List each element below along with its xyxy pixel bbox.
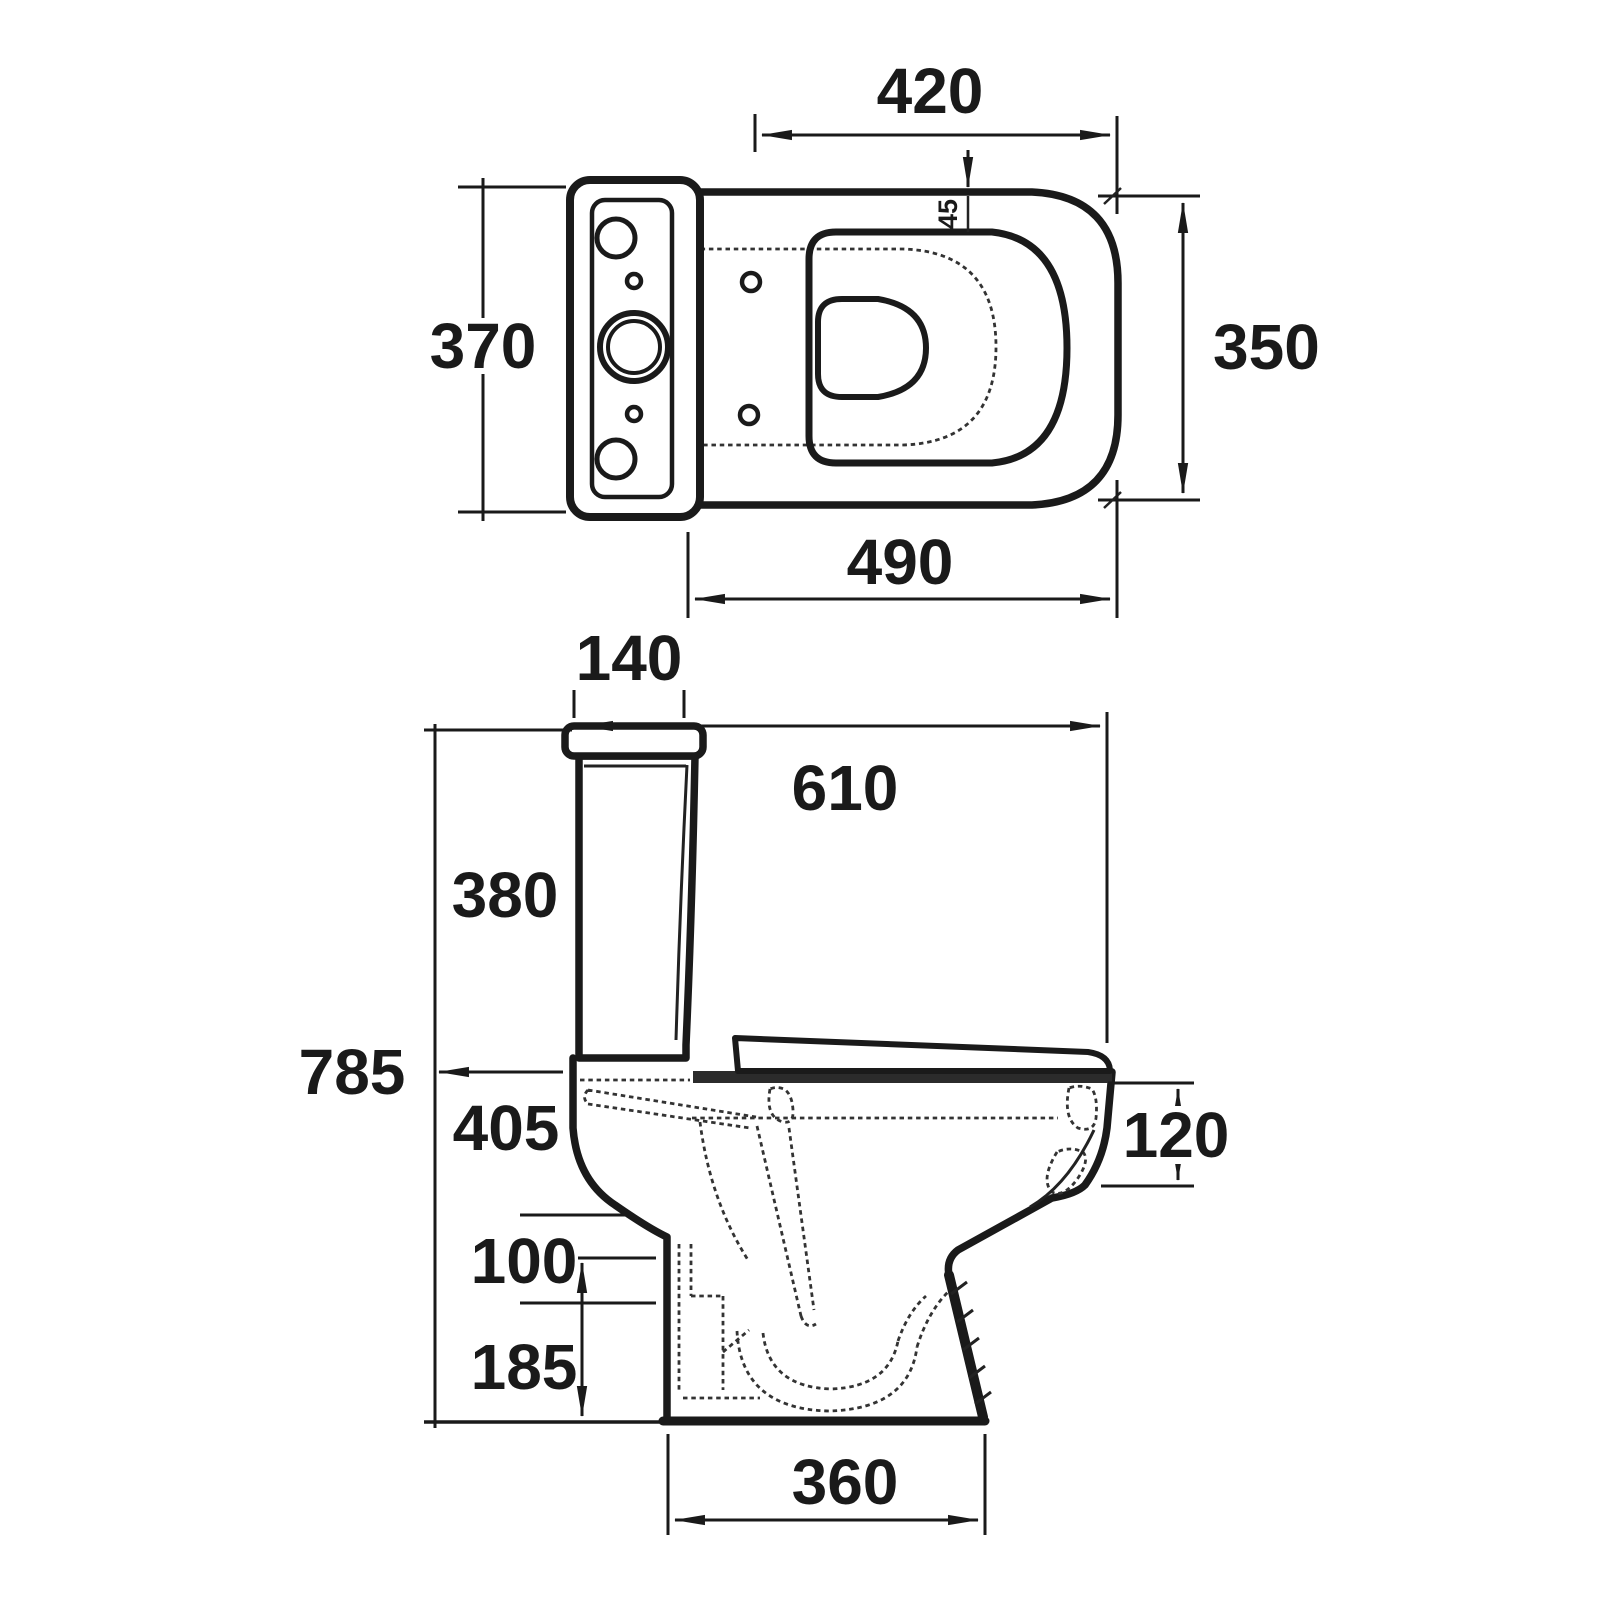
side-pedestal-front-hatch [950, 1280, 992, 1406]
side-outlet-dashed [677, 1244, 760, 1400]
dim-45-label: 45 [933, 199, 963, 229]
side-rim-channel-dashed [583, 1088, 757, 1130]
plan-seat-outline [805, 228, 1071, 467]
dim-420-label: 420 [877, 55, 984, 127]
dim-785-label: 785 [299, 1036, 406, 1108]
plan-cistern-outline [566, 176, 704, 521]
dim-heights-left: 380 785 405 [299, 724, 665, 1428]
plan-view: 420 45 370 350 490 [430, 55, 1320, 618]
side-front-lower-section-dashed [1045, 1147, 1087, 1195]
dim-405-label: 405 [453, 1092, 560, 1164]
dim-490: 490 [686, 480, 1119, 618]
dim-100-label: 100 [471, 1225, 578, 1297]
plan-cistern-bolt-top [624, 271, 644, 291]
dim-610-label: 610 [792, 752, 899, 824]
plan-cistern-hole-bottom [594, 437, 638, 481]
dim-360-label: 360 [792, 1446, 899, 1518]
dim-185-label: 185 [471, 1331, 578, 1403]
side-cistern-inner-wall [674, 764, 689, 1041]
side-flush-tube-dashed [755, 1125, 817, 1328]
dim-outlet: 100 185 [471, 1213, 656, 1418]
dim-120-label-bg [1126, 1106, 1226, 1164]
dim-370: 370 [430, 178, 566, 521]
plan-hidden-rim-dashed [684, 247, 998, 447]
side-front-inner-wall [1029, 1129, 1096, 1209]
plan-cistern-bolt-bottom [624, 404, 644, 424]
side-seat-lid-wedge [732, 1035, 1113, 1074]
plan-flush-button-outer [597, 310, 671, 384]
dim-140: 140 [572, 622, 686, 718]
dim-45: 45 [933, 150, 974, 232]
plan-pan-outline [678, 188, 1122, 509]
dim-140-ticks [572, 690, 686, 718]
dim-140-label: 140 [576, 622, 683, 694]
plan-hinge-bolt-bottom [737, 403, 761, 427]
dim-350: 350 [1098, 187, 1320, 509]
dim-380-label: 380 [452, 859, 559, 931]
plan-lid-inner-contour [815, 296, 929, 400]
dim-360: 360 [666, 1434, 987, 1535]
side-trap-inner-dashed [761, 1332, 900, 1391]
side-cistern-lid [561, 722, 707, 760]
dim-370-label: 370 [430, 310, 537, 382]
plan-cistern-inner-panel [589, 197, 675, 500]
dim-490-label: 490 [847, 526, 954, 598]
side-hidden-detail [583, 1084, 1098, 1413]
side-hinge-fixing-dashed [767, 1086, 795, 1124]
side-cistern-body [575, 752, 699, 1062]
dim-420: 420 [753, 55, 1119, 214]
dim-120: 120 [1101, 1081, 1230, 1188]
dim-610: 610 [581, 712, 1109, 1043]
plan-cistern-hole-top [594, 216, 638, 260]
plan-hinge-bolt-top [739, 270, 763, 294]
plan-flush-button-inner [606, 319, 662, 375]
side-pan-back-outline [569, 1054, 671, 1423]
dim-120-label: 120 [1123, 1099, 1230, 1171]
dim-350-label: 350 [1213, 311, 1320, 383]
side-pan-front-outline [944, 1068, 1116, 1421]
side-front-rim-section-dashed [1065, 1084, 1098, 1131]
side-view: 140 610 380 785 405 120 [299, 622, 1230, 1535]
side-basin-back-dashed [698, 1121, 750, 1261]
side-trap-outer-dashed [735, 1330, 919, 1413]
side-trap-rise-dashed [896, 1291, 949, 1348]
